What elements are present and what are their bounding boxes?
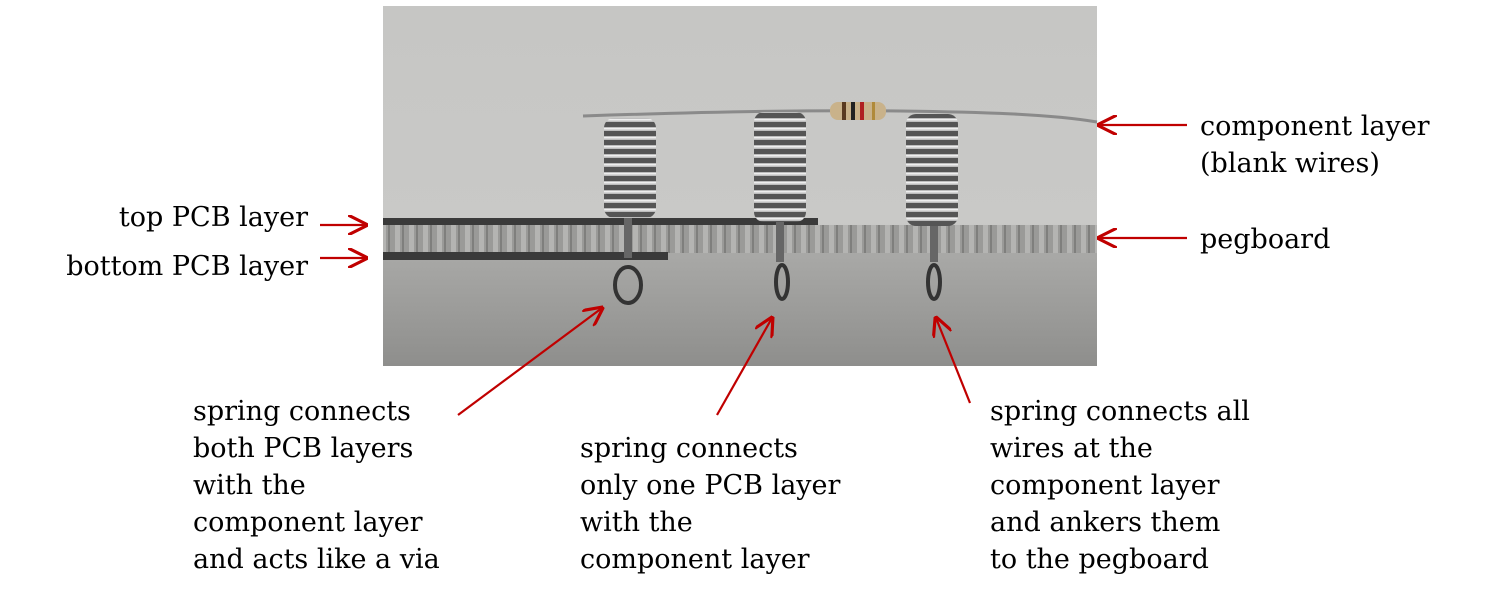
label-anchor-spring: spring connects all wires at the compone… — [990, 396, 1258, 575]
label-single-spring: spring connects only one PCB layer with … — [580, 433, 849, 575]
arrow-anchor-spring — [936, 318, 972, 404]
label-top-pcb: top PCB layer — [119, 202, 308, 233]
spring-via — [604, 118, 656, 305]
bottom-pcb-layer — [383, 252, 668, 260]
spring-single — [754, 112, 806, 301]
arrow-via-spring — [457, 308, 602, 416]
spring-anchor — [906, 114, 958, 301]
resistor — [830, 102, 886, 120]
photo — [383, 6, 1098, 366]
label-bottom-pcb: bottom PCB layer — [66, 251, 308, 282]
label-component-layer: component layer (blank wires) — [1200, 111, 1438, 179]
wire — [582, 109, 1098, 124]
top-pcb-layer — [383, 218, 818, 225]
pegboard — [383, 225, 1097, 253]
label-via-spring: spring connects both PCB layers with the… — [193, 396, 440, 575]
arrow-single-spring — [716, 318, 772, 416]
label-pegboard: pegboard — [1200, 224, 1330, 255]
pegboard-surface-below — [383, 252, 1097, 366]
